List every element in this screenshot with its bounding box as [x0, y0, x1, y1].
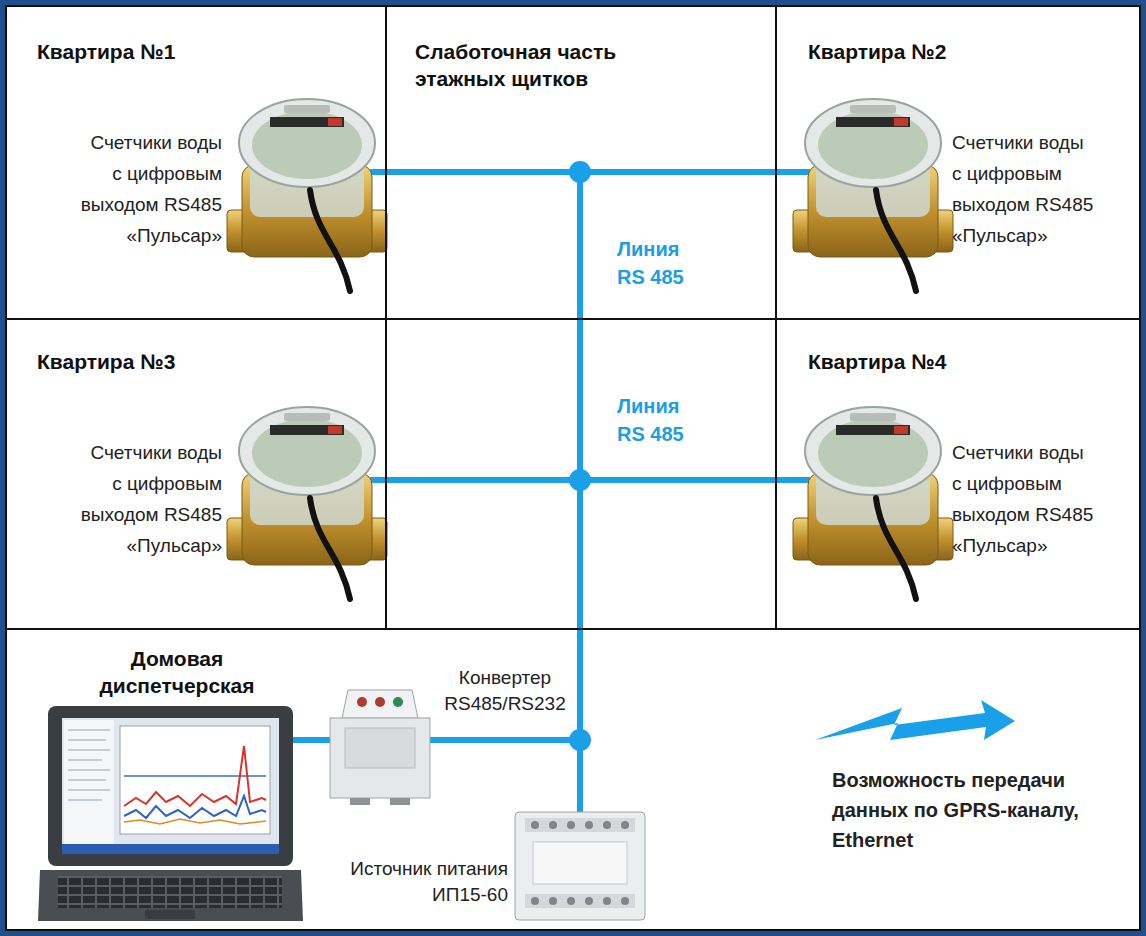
laptop — [120, 726, 270, 834]
converter-module — [357, 697, 367, 707]
node-text: Счетчики воды с цифровым выходом RS485 «… — [952, 437, 1097, 561]
converter-module — [350, 798, 370, 805]
laptop — [124, 819, 266, 824]
power-supply-module — [525, 818, 635, 832]
node-heading: Домовая диспетчерская — [82, 645, 272, 699]
water-meter — [793, 407, 953, 599]
converter-module — [330, 690, 430, 805]
junction-dot — [569, 729, 591, 751]
apartment-cell: Квартира №4 Счетчики воды с цифровым выхо… — [775, 318, 1141, 630]
node-heading: Источник питания ИП15-60 — [318, 856, 508, 908]
water-meter — [227, 99, 387, 291]
laptop — [62, 844, 279, 854]
laptop — [48, 706, 293, 866]
laptop — [64, 720, 114, 844]
laptop — [68, 740, 106, 741]
water-meter — [793, 99, 953, 291]
grid-cell — [385, 318, 777, 630]
line-label: Линия RS 485 — [615, 392, 703, 448]
apartment-cell: Квартира №3 Счетчики воды с цифровым выхо… — [5, 318, 387, 630]
water-meter — [227, 407, 387, 599]
power-supply-module — [603, 821, 611, 829]
power-supply-module — [525, 894, 635, 908]
meter-wire — [292, 737, 332, 743]
power-supply-module — [621, 897, 629, 905]
power-supply-module — [603, 897, 611, 905]
laptop — [68, 790, 110, 791]
laptop — [62, 718, 279, 854]
converter-module — [393, 697, 403, 707]
panel-cell: Слаботочная часть этажных щитков — [385, 5, 777, 320]
converter-module — [345, 728, 415, 768]
power-supply-device: Источник питания ИП15-60 — [310, 808, 655, 926]
converter-module — [390, 798, 410, 805]
power-supply-module — [531, 821, 629, 829]
laptop — [68, 760, 102, 761]
water-meter — [227, 99, 953, 599]
bus-line — [575, 480, 775, 740]
node-heading: Квартира №3 — [37, 348, 237, 375]
apartment-cell: Квартира №1 Счетчики воды с цифровым выхо… — [5, 5, 387, 320]
laptop — [68, 780, 106, 781]
laptop — [68, 750, 110, 751]
meter-wire — [776, 477, 810, 483]
node-heading: Квартира №4 — [808, 348, 1008, 375]
power-supply-module — [515, 812, 645, 920]
node-heading: Слаботочная часть этажных щитков — [415, 38, 655, 92]
bus-line — [387, 480, 580, 740]
laptop — [68, 730, 110, 731]
power-supply-module — [567, 897, 575, 905]
note-text: Возможность передачи данных по GPRS-кана… — [832, 765, 1122, 855]
power-supply-module — [531, 821, 539, 829]
line-label: Линия RS 485 — [615, 235, 703, 291]
laptop — [68, 770, 110, 771]
power-supply-module — [549, 897, 557, 905]
junction-dot — [569, 161, 591, 183]
laptop — [68, 730, 110, 800]
power-supply-module — [567, 821, 575, 829]
power-supply-module — [621, 821, 629, 829]
power-supply-module — [549, 821, 557, 829]
bus-line — [387, 172, 580, 740]
power-supply-module — [531, 897, 629, 905]
laptop — [145, 910, 195, 919]
node-text: Счетчики воды с цифровым выходом RS485 «… — [77, 437, 222, 561]
power-supply-module — [515, 812, 645, 920]
converter-module — [342, 690, 418, 718]
power-supply-module — [585, 897, 593, 905]
laptop — [58, 876, 282, 908]
laptop — [68, 800, 102, 801]
node-heading: Конвертер RS485/RS232 — [440, 665, 570, 717]
converter-module — [330, 718, 430, 798]
node-heading: Квартира №1 — [37, 38, 237, 65]
meter-wire — [428, 737, 577, 743]
laptop — [38, 870, 303, 921]
converter-device: Конвертер RS485/RS232 — [330, 662, 575, 805]
wireless-arrow — [815, 700, 1015, 740]
node-text: Счетчики воды с цифровым выходом RS485 «… — [952, 127, 1097, 251]
apartment-cell: Квартира №2 Счетчики воды с цифровым выхо… — [775, 5, 1141, 320]
junction-dot — [569, 469, 591, 491]
laptop — [124, 796, 266, 818]
bus-line — [575, 172, 775, 740]
laptop — [38, 706, 303, 921]
node-heading: Квартира №2 — [808, 38, 1008, 65]
node-text: Счетчики воды с цифровым выходом RS485 «… — [77, 127, 222, 251]
laptop — [124, 775, 266, 777]
meter-wire — [776, 169, 810, 175]
converter-module — [375, 697, 385, 707]
power-supply-module — [531, 897, 539, 905]
power-supply-module — [585, 821, 593, 829]
power-supply-module — [533, 842, 627, 884]
junction-dot — [569, 161, 591, 751]
